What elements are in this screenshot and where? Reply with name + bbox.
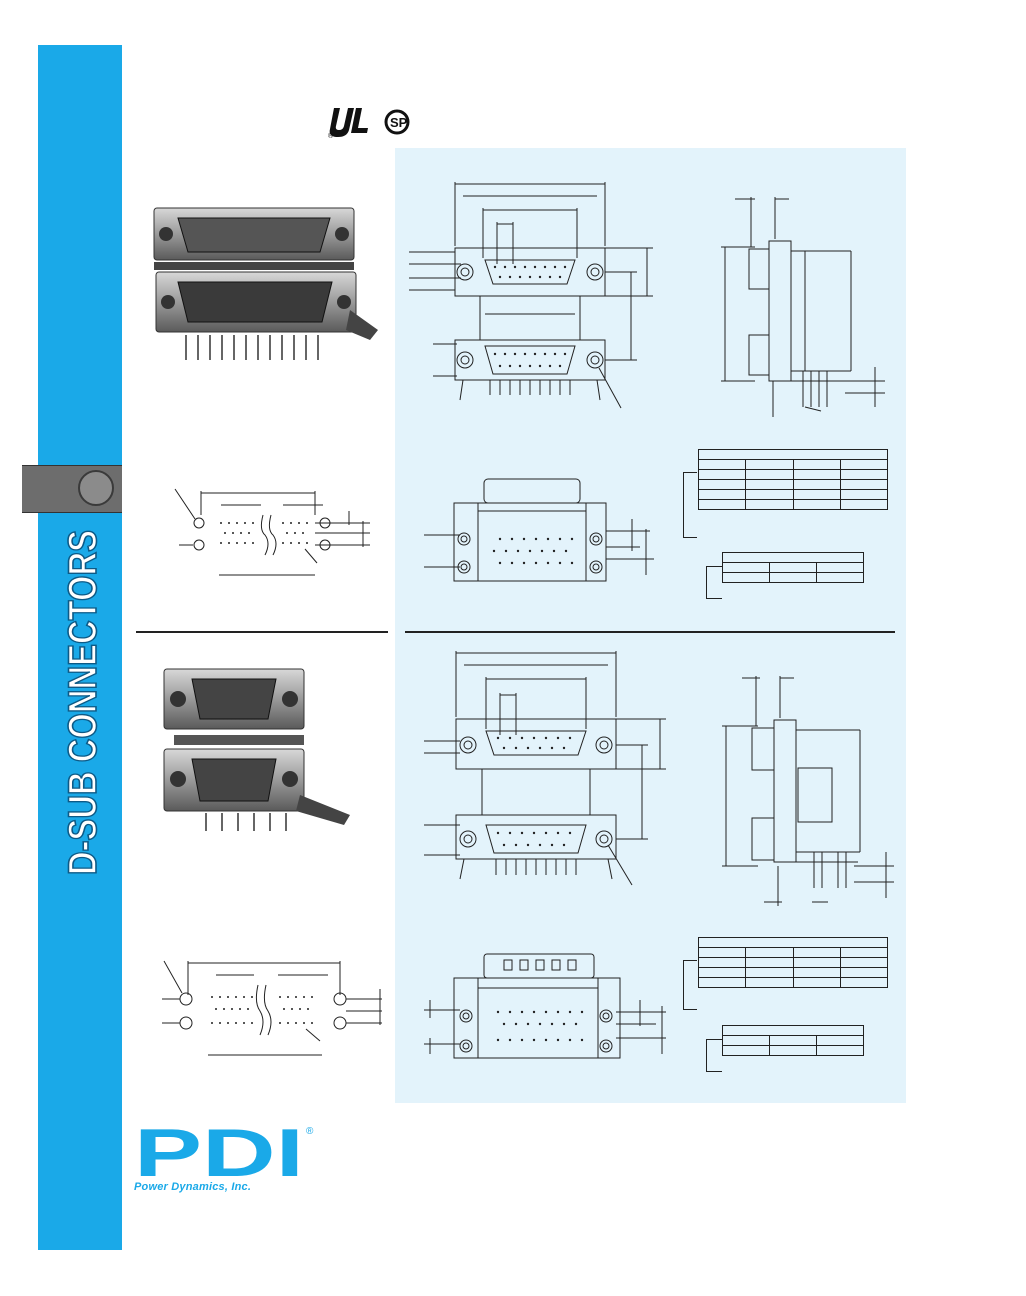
sidebar-title-text: D-SUB CONNECTORS [61, 530, 105, 875]
photo-db9-stacked [160, 665, 360, 835]
drawing-mounting-view-1 [420, 475, 660, 585]
drawing-side-view-2 [718, 670, 898, 910]
dimension-table-2a [697, 937, 889, 988]
drawing-front-view-1 [405, 180, 665, 410]
divider-left [136, 631, 388, 633]
drawing-pcb-layout-2 [150, 955, 385, 1065]
certification-marks: ® SP [322, 104, 412, 142]
pdi-logo-text: PDI [134, 1122, 304, 1182]
drawing-front-view-2 [420, 645, 670, 895]
dimension-table-1a [697, 449, 889, 510]
svg-text:SP: SP [390, 115, 408, 130]
dimension-table-2b-rowhead [706, 1039, 722, 1072]
drawing-mounting-view-2 [420, 950, 670, 1062]
section-tab-circle-icon [78, 470, 114, 506]
sidebar-title: D-SUB CONNECTORS [38, 520, 122, 880]
sidebar-band [38, 45, 122, 1250]
dimension-table-2b [722, 1025, 864, 1056]
drawing-side-view-1 [715, 195, 885, 420]
dimension-table-1a-rowhead [683, 472, 697, 538]
logo-registered-mark: ® [306, 1126, 314, 1137]
pdi-logo: PDI ® [134, 1115, 324, 1202]
company-name: Power Dynamics, Inc. [134, 1181, 252, 1193]
registered-mark: ® [328, 132, 334, 140]
dimension-table-1b [722, 552, 864, 583]
drawing-pcb-layout-1 [165, 485, 375, 580]
dimension-table-1b-rowhead [706, 566, 722, 599]
photo-db25-stacked [150, 200, 380, 370]
ul-recognized-mark-icon [329, 108, 368, 137]
dimension-table-2a-rowhead [683, 960, 697, 1010]
divider-right [405, 631, 895, 633]
csa-mark-icon: SP [384, 109, 410, 135]
